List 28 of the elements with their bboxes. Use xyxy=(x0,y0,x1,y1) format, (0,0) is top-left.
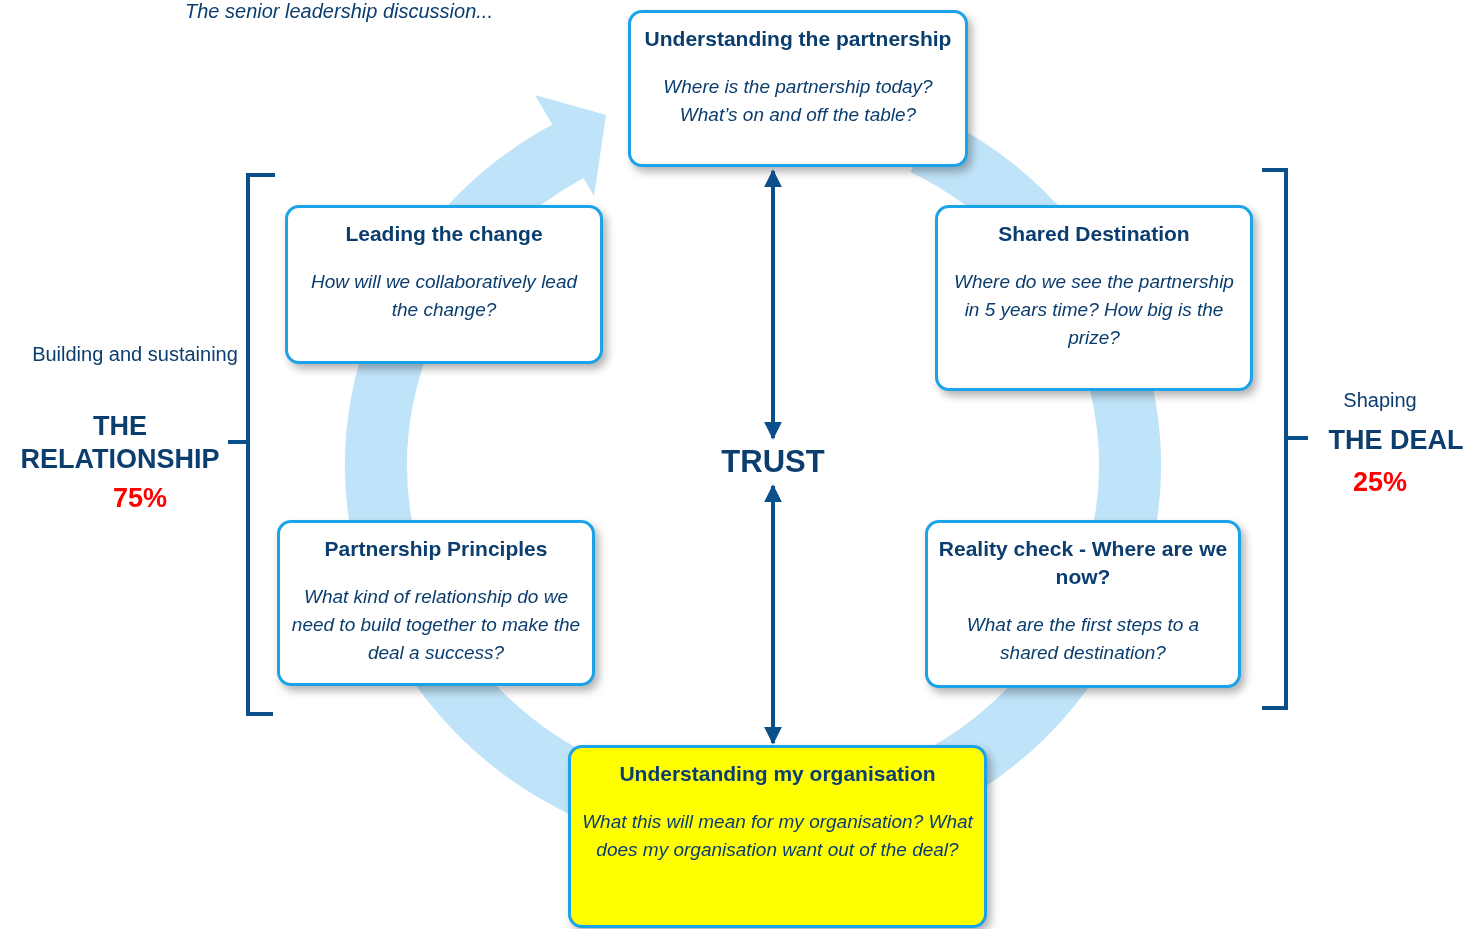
step-title: Understanding my organisation xyxy=(619,761,936,787)
step-title: Understanding the partnership xyxy=(644,26,952,52)
group-heading: THE RELATIONSHIP xyxy=(19,410,221,476)
double-arrow xyxy=(764,169,782,440)
group-heading: THE DEAL xyxy=(1327,424,1465,457)
step-box xyxy=(277,520,595,686)
question-text: How will we collaboratively lead the change? xyxy=(309,270,579,322)
description-text: Building and sustaining xyxy=(31,342,239,367)
question-text: What are the first steps to a shared destination? xyxy=(965,613,1201,665)
step-box xyxy=(628,10,968,167)
step-title: Reality check - Where are we now? xyxy=(937,536,1229,590)
heading: The senior leadership discussion... xyxy=(185,0,493,22)
step-box xyxy=(925,520,1241,688)
highlight-box xyxy=(568,745,987,928)
percentage-label: 75% xyxy=(111,484,168,512)
description-text: Shaping xyxy=(1342,388,1418,413)
question-text: Where do we see the partnership in 5 years time? How big is the prize? xyxy=(953,270,1235,350)
question-text: Where is the partnership today? What’s on and off the table? xyxy=(662,75,934,127)
step-title: Shared Destination xyxy=(998,221,1190,247)
center-label: TRUST xyxy=(721,448,825,476)
step-title: Leading the change xyxy=(345,221,543,247)
percentage-label: 25% xyxy=(1351,468,1408,496)
double-arrow xyxy=(764,484,782,745)
question-text: What this will mean for my organisation? What does my organisation want out of the deal? xyxy=(581,810,975,862)
step-box xyxy=(935,205,1253,391)
question-text: What kind of relationship do we need to build together to make the deal a success? xyxy=(290,585,582,665)
step-title: Partnership Principles xyxy=(324,536,548,562)
step-box xyxy=(285,205,603,364)
